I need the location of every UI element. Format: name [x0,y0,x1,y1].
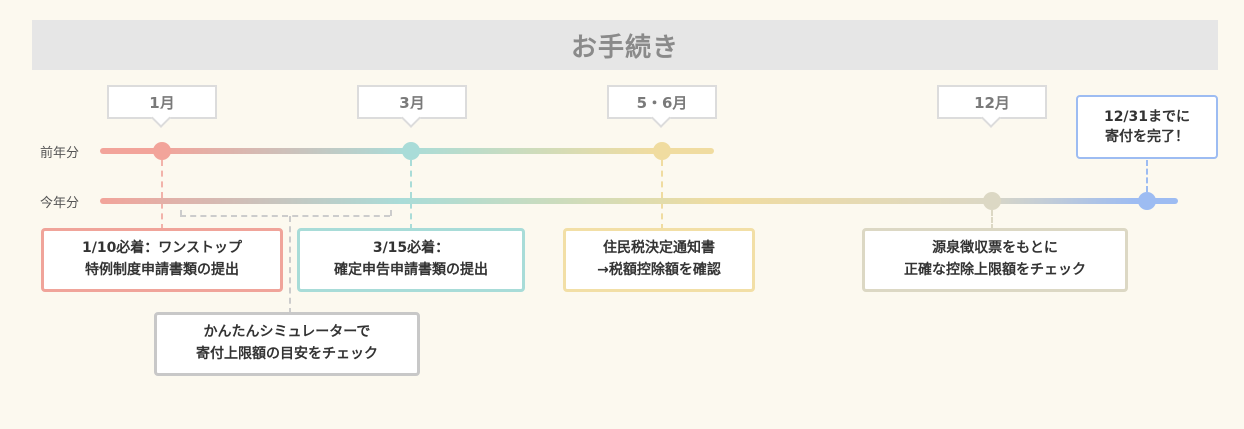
marker-this-dec [983,192,1001,210]
step-box-mar-line1: 3/15必着： [372,240,450,257]
connector-jan [161,160,163,230]
connector-simulator [289,216,291,314]
step-box-simulator-line2: 寄付上限額の目安をチェック [196,346,378,362]
page-title: お手続き [570,32,679,63]
step-box-mar: 3/15必着： 確定申告申請書類の提出 [297,228,525,292]
deadline-line1: 12/31までに [1103,108,1191,125]
connector-mayjun [661,160,663,230]
row-label-prev-year: 前年分 [40,146,80,161]
step-box-simulator-line1: かんたんシミュレーターで [203,324,371,341]
connector-dec [991,210,993,230]
connector-mar [410,160,412,230]
step-box-mar-line2: 確定申告申請書類の提出 [334,262,488,278]
step-box-jan: 1/10必着：ワンストップ 特例制度申請書類の提出 [41,228,283,292]
deadline-line2: 寄付を完了！ [1105,129,1189,145]
title-bar: お手続き [32,20,1218,70]
month-label-jan: 1月 [107,85,217,119]
row-label-this-year: 今年分 [40,196,80,211]
month-label-mayjun: 5・6月 [607,85,717,119]
step-box-jan-line2: 特例制度申請書類の提出 [85,262,239,278]
step-box-mayjun-line1: 住民税決定通知書 [603,240,715,257]
marker-prev-mar [402,142,420,160]
step-box-dec-line1: 源泉徴収票をもとに [932,240,1058,257]
step-box-simulator: かんたんシミュレーターで 寄付上限額の目安をチェック [154,312,420,376]
timeline-this-year [100,198,1178,204]
month-label-mar: 3月 [357,85,467,119]
step-box-dec: 源泉徴収票をもとに 正確な控除上限額をチェック [862,228,1128,292]
bracket-right [390,210,392,216]
marker-prev-jan [153,142,171,160]
step-box-dec-line2: 正確な控除上限額をチェック [904,262,1086,278]
bracket-left [180,210,182,216]
bracket-top [180,215,390,217]
step-box-mayjun: 住民税決定通知書 →税額控除額を確認 [563,228,755,292]
month-label-dec: 12月 [937,85,1047,119]
marker-prev-mayjun [653,142,671,160]
marker-this-deadline [1138,192,1156,210]
connector-deadline [1146,160,1148,192]
step-box-mayjun-line2: →税額控除額を確認 [597,262,721,278]
step-box-jan-line1: 1/10必着：ワンストップ [81,240,243,257]
deadline-callout: 12/31までに 寄付を完了！ [1076,95,1218,159]
